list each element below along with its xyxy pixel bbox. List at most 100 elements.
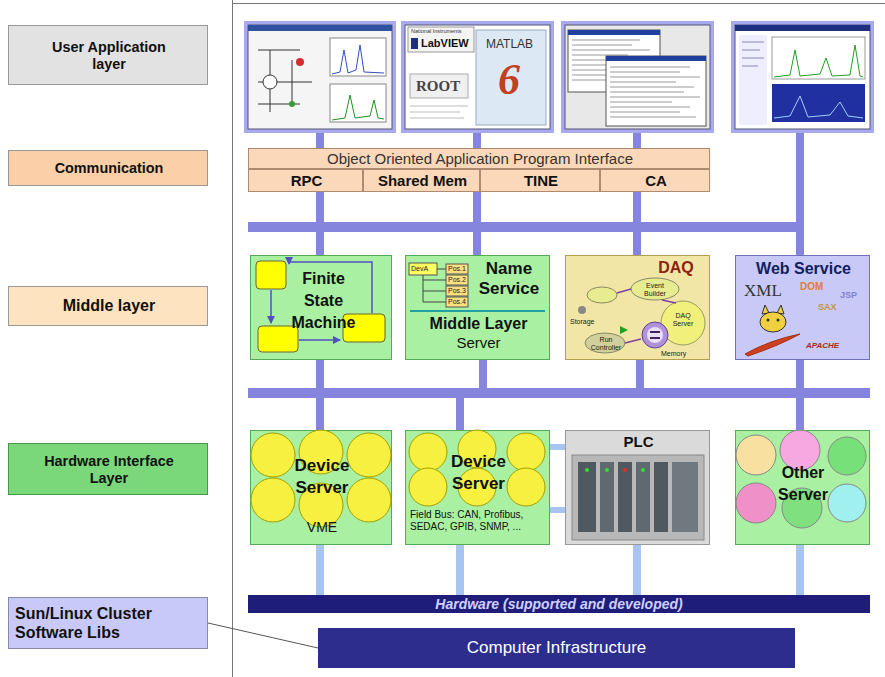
node-text: VME xyxy=(251,519,393,536)
state-transition xyxy=(289,262,372,313)
bus-connector xyxy=(316,545,324,595)
plc-photo xyxy=(578,462,596,532)
node-text: Field Bus: CAN, Profibus, SEDAC, GPIB, S… xyxy=(410,509,547,533)
illustration-label: Pos.3 xyxy=(448,287,466,295)
web-icons xyxy=(745,305,800,356)
daq-flow xyxy=(578,278,705,353)
other-server-circle xyxy=(782,488,822,528)
bus-bar xyxy=(316,133,324,148)
web-icons xyxy=(777,319,780,322)
server-circle xyxy=(458,468,496,506)
server-circle xyxy=(251,433,295,477)
application-screenshot xyxy=(610,67,700,117)
server-circle xyxy=(458,430,496,468)
bus-bar xyxy=(473,232,481,255)
application-screenshot xyxy=(774,96,863,118)
illustration-label: DOM xyxy=(800,281,823,292)
application-screenshot xyxy=(330,84,386,122)
state-transition xyxy=(271,262,372,340)
daq-flow xyxy=(631,278,679,300)
bus-bar xyxy=(479,360,487,388)
server-circle xyxy=(299,430,343,474)
plc-photo xyxy=(585,468,589,472)
web-icons xyxy=(760,312,786,332)
node-title: Shared Mem xyxy=(365,170,480,191)
layer-label: Sun/Linux Cluster Software Libs xyxy=(8,597,208,649)
node-title: Communication xyxy=(13,151,205,187)
application-screenshot xyxy=(263,75,277,89)
server-circle xyxy=(299,483,343,527)
node-title: Device Server xyxy=(442,451,515,495)
infrastructure-box: Computer Infrastructure xyxy=(318,628,795,668)
bus-bar xyxy=(456,398,464,430)
daq-flow xyxy=(578,306,586,314)
node-title: PLC xyxy=(566,433,711,451)
application-screenshot xyxy=(565,25,710,129)
server-circle xyxy=(347,478,391,522)
name-tree xyxy=(410,310,545,312)
application-screenshot xyxy=(332,45,384,74)
server-circle xyxy=(507,433,545,471)
other-server-circle xyxy=(780,430,820,470)
application-screenshot xyxy=(289,101,295,107)
daq-flow xyxy=(620,326,628,334)
application-screenshot xyxy=(248,25,392,129)
application-screenshot xyxy=(568,30,660,35)
other-server-circle xyxy=(828,437,866,475)
name-tree xyxy=(409,263,545,311)
illustration-label: DevA xyxy=(411,265,428,273)
node-title: Other Server xyxy=(763,462,843,506)
illustration-label: Event Builder xyxy=(638,282,672,297)
name-tree xyxy=(446,264,468,274)
node-title: User Application layer xyxy=(34,26,184,86)
page-frame xyxy=(232,0,233,677)
node-text: Middle Layer xyxy=(406,314,551,333)
application-screenshot xyxy=(410,106,468,118)
application-screenshot xyxy=(401,21,554,133)
other-server-circle xyxy=(736,483,776,523)
application-screenshot xyxy=(405,25,550,129)
bus-bar xyxy=(633,192,641,222)
application-screenshot xyxy=(411,38,418,49)
bus-bar xyxy=(636,360,644,388)
bus-bar xyxy=(316,232,324,255)
application-screenshot xyxy=(244,21,396,133)
bus-bar xyxy=(633,133,641,148)
bus-bar xyxy=(316,360,324,388)
server-circle xyxy=(347,433,391,477)
web-icons xyxy=(745,334,800,356)
application-screenshot xyxy=(742,42,764,66)
plc-photo xyxy=(636,462,650,532)
node-title: Device Server xyxy=(286,455,358,499)
illustration-label: Memory xyxy=(661,350,686,358)
plc-photo xyxy=(672,462,698,532)
layer-label: Hardware Interface Layer xyxy=(8,443,208,495)
application-screenshot xyxy=(739,35,767,125)
protocol-cell: TINE xyxy=(480,169,600,192)
node-title: Hardware Interface Layer xyxy=(39,444,179,496)
application-screenshot xyxy=(330,38,386,76)
layer-label: User Application layer xyxy=(8,25,208,85)
bus-connector xyxy=(550,507,565,513)
application-screenshot xyxy=(408,27,474,52)
name-tree xyxy=(423,269,446,302)
bus-connector xyxy=(633,545,641,595)
illustration-label: Run Controller xyxy=(587,336,625,351)
layer-label: Communication xyxy=(8,150,208,186)
application-screenshot xyxy=(731,21,874,133)
server-circle xyxy=(409,468,447,506)
plc-photo xyxy=(623,468,627,472)
name-tree xyxy=(409,263,437,275)
application-screenshot xyxy=(735,25,870,31)
bus-connector xyxy=(456,545,464,595)
bus-bar xyxy=(633,232,641,255)
state-box xyxy=(256,261,286,289)
application-screenshot xyxy=(244,21,396,133)
application-screenshot xyxy=(332,95,384,120)
illustration-label: MATLAB xyxy=(486,38,533,51)
protocol-cell: RPC xyxy=(248,169,363,192)
illustration-label: 6 xyxy=(498,56,520,104)
bus-bar xyxy=(248,222,804,232)
name-tree xyxy=(446,286,468,296)
